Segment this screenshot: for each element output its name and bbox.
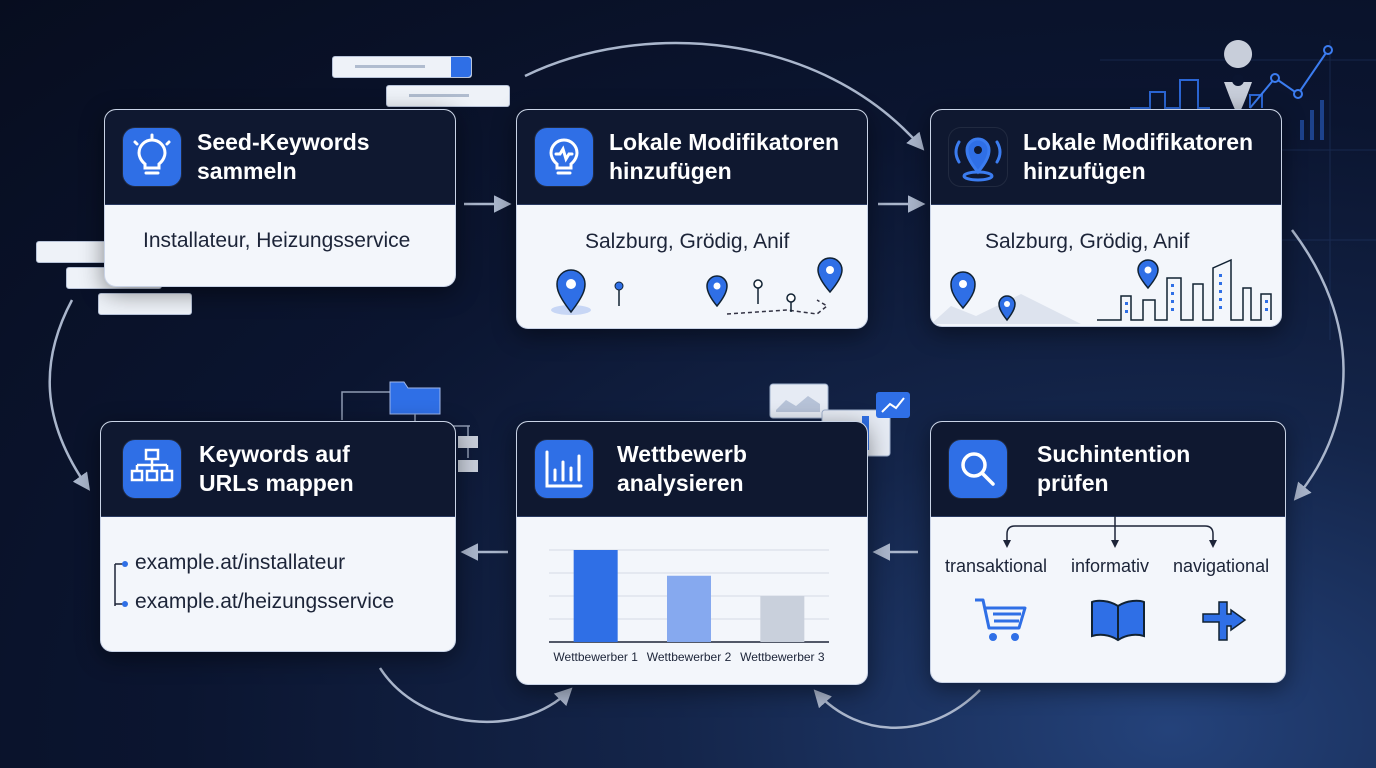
card-body: transaktional informativ navigational: [931, 516, 1285, 682]
url-tree-lines: [114, 561, 128, 607]
card-body: example.at/installateur example.at/heizu…: [101, 516, 455, 651]
card-body: Salzburg, Grödig, Anif: [931, 204, 1281, 326]
search-bar-decoration: [332, 56, 472, 78]
seed-keywords-text: Installateur, Heizungsservice: [143, 229, 411, 252]
card-header: Keywords auf URLs mappen: [101, 422, 455, 517]
flow-arrow-left-curve: [48, 299, 91, 491]
intent-label-informational: informativ: [1071, 556, 1150, 576]
trend-line-decoration: [1249, 45, 1333, 109]
url-item: example.at/installateur: [135, 551, 346, 574]
step-card-local-modifiers-1: Lokale Modifikatoren hinzufügen Salzburg…: [516, 109, 868, 329]
card-header: Lokale Modifikatoren hinzufügen: [517, 110, 867, 205]
bar-chart-icon: [535, 440, 593, 498]
direction-sign-icon: [1202, 601, 1247, 641]
intent-label-navigational: navigational: [1173, 556, 1270, 576]
card-title: Lokale Modifikatoren hinzufügen: [609, 129, 840, 184]
card-title: Lokale Modifikatoren hinzufügen: [1023, 129, 1254, 184]
step-card-search-intent: Suchintention prüfen transaktional infor…: [930, 421, 1286, 683]
card-body: Wettbewerber 1 Wettbewerber 2 Wettbewerber…: [517, 516, 867, 684]
map-pin-decoration: [1224, 40, 1253, 114]
chart-bar: [760, 596, 805, 642]
chart-bar: [573, 550, 618, 642]
lightbulb-icon: [123, 128, 181, 186]
step-card-seed-keywords: Seed-Keywords sammeln Installateur, Heiz…: [104, 109, 456, 287]
chart-category-label: Wettbewerber 3: [740, 650, 825, 664]
map-pins-illustration: [551, 257, 843, 315]
card-title: Wettbewerb analysieren: [617, 441, 747, 496]
card-header: Suchintention prüfen: [931, 422, 1285, 517]
competitor-bar-chart: [549, 549, 829, 643]
intent-branch-lines: [1003, 516, 1217, 548]
map-pin-icon: [949, 128, 1007, 186]
shopping-cart-icon: [975, 598, 1027, 641]
card-title: Keywords auf URLs mappen: [199, 441, 354, 496]
locations-text: Salzburg, Grödig, Anif: [585, 230, 790, 253]
card-title: Seed-Keywords sammeln: [197, 129, 370, 184]
search-bar-decoration: [98, 293, 192, 315]
lightbulb-pin-icon: [535, 128, 593, 186]
skyline-decoration: [1130, 79, 1263, 109]
search-bar-decoration: [386, 85, 510, 107]
chart-bar: [667, 575, 711, 642]
flow-arrow-bottom-right-curve: [813, 689, 981, 729]
card-body: Salzburg, Grödig, Anif: [517, 204, 867, 328]
flow-arrow-right-curve: [1291, 229, 1345, 501]
chart-category-label: Wettbewerber 2: [646, 650, 732, 664]
open-book-icon: [1091, 599, 1145, 642]
magnifier-icon: [949, 440, 1007, 498]
city-pins-illustration: [931, 258, 1272, 324]
intent-label-transactional: transaktional: [945, 556, 1048, 576]
card-header: Wettbewerb analysieren: [517, 422, 867, 517]
card-title: Suchintention prüfen: [1037, 441, 1191, 496]
locations-text: Salzburg, Grödig, Anif: [985, 230, 1190, 253]
step-card-local-modifiers-2: Lokale Modifikatoren hinzufügen Salzburg…: [930, 109, 1282, 327]
chart-category-label: Wettbewerber 1: [553, 650, 638, 664]
card-header: Seed-Keywords sammeln: [105, 110, 455, 205]
sitemap-icon: [123, 440, 181, 498]
card-body: Installateur, Heizungsservice: [105, 204, 455, 286]
flow-arrow-top-curve: [524, 41, 925, 151]
flow-arrow-bottom-left-curve: [378, 667, 573, 724]
url-item: example.at/heizungsservice: [135, 590, 395, 613]
card-header: Lokale Modifikatoren hinzufügen: [931, 110, 1281, 205]
step-card-url-mapping: Keywords auf URLs mappen example.at/inst…: [100, 421, 456, 652]
